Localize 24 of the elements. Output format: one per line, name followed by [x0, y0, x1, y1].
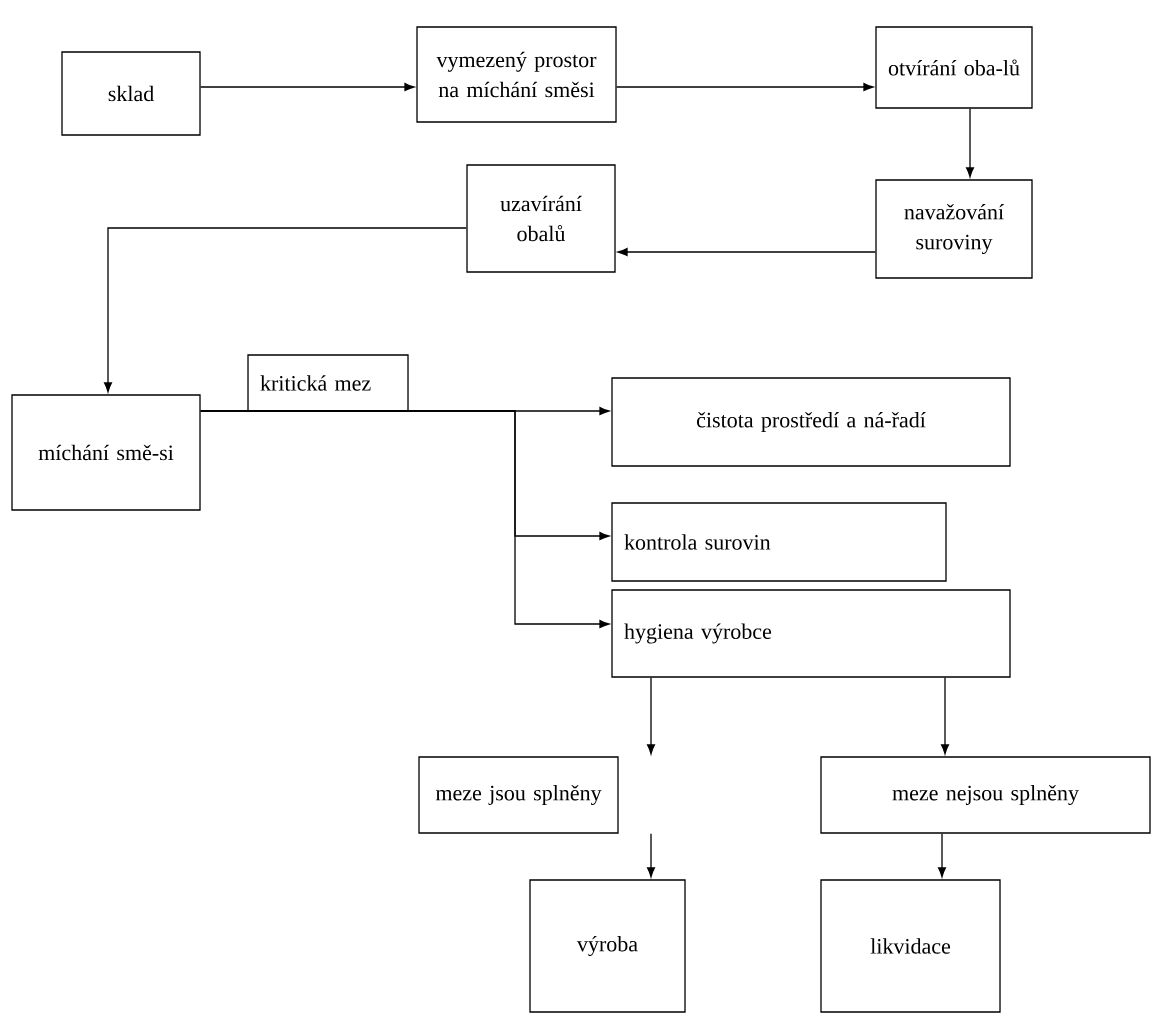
process-box: kontrola surovin — [611, 502, 947, 582]
process-box: otvírání oba-lů — [875, 26, 1033, 109]
arrow — [966, 108, 975, 178]
arrow — [617, 248, 876, 256]
process-box: výroba — [529, 879, 686, 1013]
arrow — [647, 677, 656, 755]
process-box: čistota prostředí a ná-řadí — [611, 377, 1011, 467]
process-box: uzavírání obalů — [466, 164, 616, 273]
process-box: navažování suroviny — [875, 179, 1033, 279]
process-box: míchání smě-si — [11, 394, 201, 511]
arrow — [200, 82, 415, 92]
process-box: sklad — [61, 51, 201, 136]
process-box: meze nejsou splněny — [820, 756, 1151, 834]
arrow — [200, 410, 610, 628]
process-box: vymezený prostor na míchání směsi — [416, 26, 617, 123]
arrow — [938, 833, 946, 878]
process-box: meze jsou splněny — [418, 756, 619, 834]
arrow — [647, 833, 656, 878]
process-box: hygiena výrobce — [611, 589, 1011, 678]
arrow — [941, 677, 949, 755]
arrow — [616, 82, 874, 92]
arrow — [104, 227, 467, 393]
label-box: kritická mez — [247, 354, 409, 412]
process-box: likvidace — [820, 879, 1001, 1013]
